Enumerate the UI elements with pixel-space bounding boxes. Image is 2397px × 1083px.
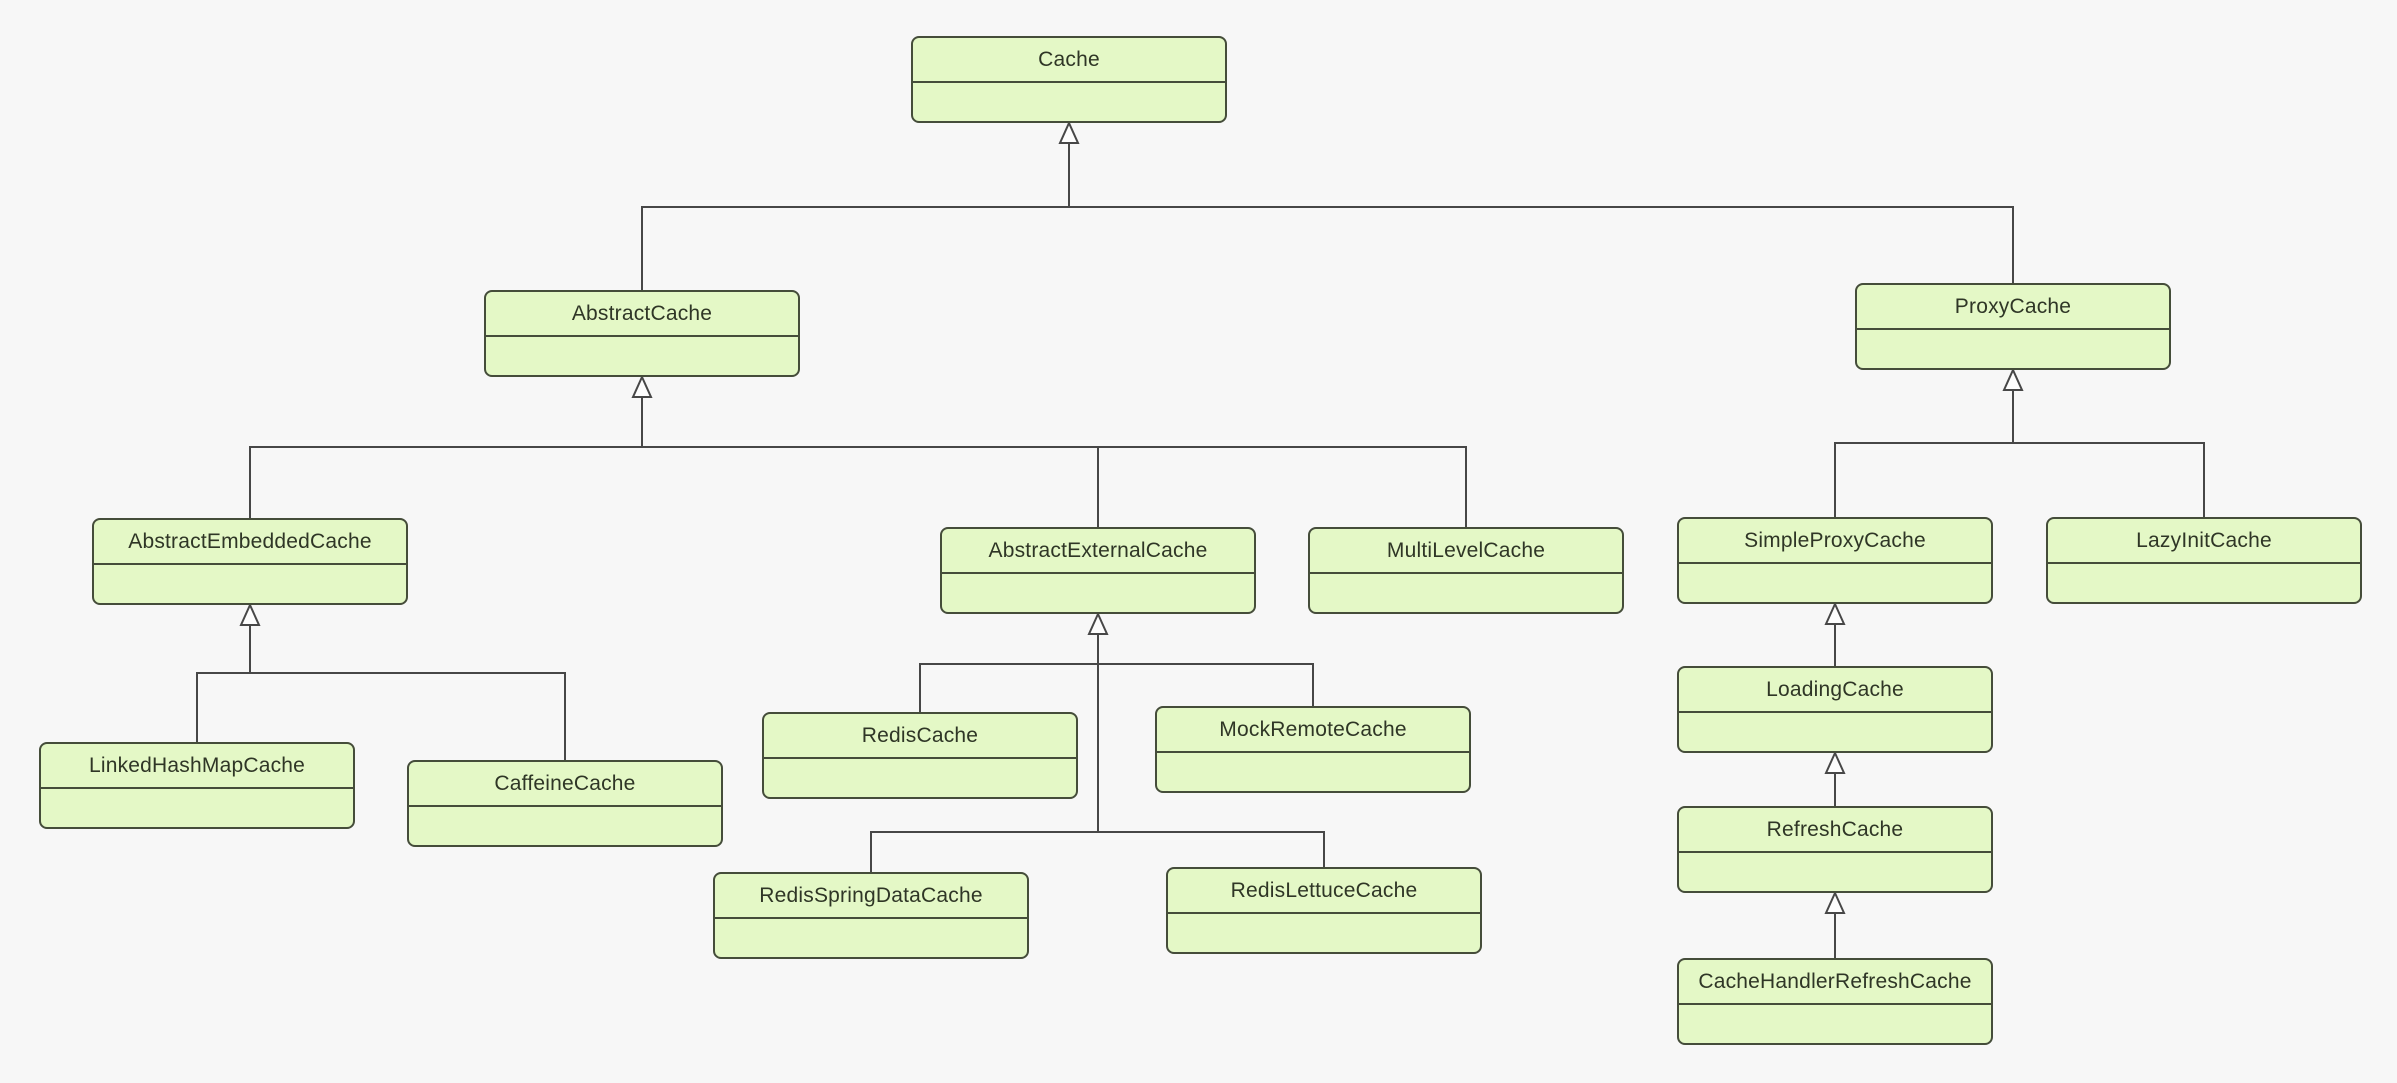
inheritance-arrow-icon	[1824, 750, 1846, 774]
class-members-section	[1157, 753, 1469, 791]
class-name-label: SimpleProxyCache	[1679, 519, 1991, 564]
class-members-section	[764, 759, 1076, 797]
edge-group-proxy-cache	[1834, 367, 2205, 517]
class-node-loading-cache: LoadingCache	[1677, 666, 1993, 753]
class-node-caffeine-cache: CaffeineCache	[407, 760, 723, 847]
class-members-section	[94, 565, 406, 603]
edge-group-loading-cache	[1824, 750, 1846, 806]
class-name-label: LazyInitCache	[2048, 519, 2360, 564]
class-node-refresh-cache: RefreshCache	[1677, 806, 1993, 893]
class-name-label: RedisLettuceCache	[1168, 869, 1480, 914]
class-name-label: AbstractCache	[486, 292, 798, 337]
class-members-section	[1168, 914, 1480, 952]
class-node-multi-level-cache: MultiLevelCache	[1308, 527, 1624, 614]
class-members-section	[1679, 564, 1991, 602]
class-name-label: RefreshCache	[1679, 808, 1991, 853]
class-members-section	[1679, 713, 1991, 751]
inheritance-arrow-icon	[1058, 120, 1080, 144]
edge-group-abstract-cache	[249, 374, 1467, 527]
class-name-label: ProxyCache	[1857, 285, 2169, 330]
class-members-section	[486, 337, 798, 375]
class-node-redis-cache: RedisCache	[762, 712, 1078, 799]
edge-group-abstract-external-cache	[870, 611, 1325, 872]
class-node-simple-proxy-cache: SimpleProxyCache	[1677, 517, 1993, 604]
class-name-label: AbstractExternalCache	[942, 529, 1254, 574]
class-name-label: RedisSpringDataCache	[715, 874, 1027, 919]
class-name-label: RedisCache	[764, 714, 1076, 759]
class-members-section	[409, 807, 721, 845]
inheritance-arrow-icon	[1824, 890, 1846, 914]
class-node-abstract-embedded-cache: AbstractEmbeddedCache	[92, 518, 408, 605]
class-members-section	[2048, 564, 2360, 602]
edge-group-refresh-cache	[1824, 890, 1846, 958]
class-members-section	[1310, 574, 1622, 612]
class-members-section	[1857, 330, 2169, 368]
edge-group-abstract-embedded-cache	[196, 602, 566, 760]
edge-group-cache	[641, 120, 2014, 290]
class-node-linked-hash-map-cache: LinkedHashMapCache	[39, 742, 355, 829]
class-node-mock-remote-cache: MockRemoteCache	[1155, 706, 1471, 793]
class-name-label: CaffeineCache	[409, 762, 721, 807]
class-members-section	[1679, 853, 1991, 891]
class-name-label: MultiLevelCache	[1310, 529, 1622, 574]
class-members-section	[1679, 1005, 1991, 1043]
class-node-proxy-cache: ProxyCache	[1855, 283, 2171, 370]
class-node-abstract-external-cache: AbstractExternalCache	[940, 527, 1256, 614]
class-members-section	[913, 83, 1225, 121]
class-node-redis-lettuce-cache: RedisLettuceCache	[1166, 867, 1482, 954]
class-node-cache: Cache	[911, 36, 1227, 123]
edge-group-simple-proxy-cache	[1824, 601, 1846, 666]
inheritance-arrow-icon	[239, 602, 261, 626]
class-node-redis-spring-data-cache: RedisSpringDataCache	[713, 872, 1029, 959]
inheritance-arrow-icon	[1087, 611, 1109, 635]
class-members-section	[715, 919, 1027, 957]
class-node-abstract-cache: AbstractCache	[484, 290, 800, 377]
class-name-label: CacheHandlerRefreshCache	[1679, 960, 1991, 1005]
class-name-label: AbstractEmbeddedCache	[94, 520, 406, 565]
class-name-label: MockRemoteCache	[1157, 708, 1469, 753]
inheritance-arrow-icon	[2002, 367, 2024, 391]
class-node-lazy-init-cache: LazyInitCache	[2046, 517, 2362, 604]
class-members-section	[41, 789, 353, 827]
inheritance-arrow-icon	[1824, 601, 1846, 625]
class-members-section	[942, 574, 1254, 612]
class-name-label: Cache	[913, 38, 1225, 83]
inheritance-arrow-icon	[631, 374, 653, 398]
class-name-label: LoadingCache	[1679, 668, 1991, 713]
class-name-label: LinkedHashMapCache	[41, 744, 353, 789]
class-node-cache-handler-refresh-cache: CacheHandlerRefreshCache	[1677, 958, 1993, 1045]
